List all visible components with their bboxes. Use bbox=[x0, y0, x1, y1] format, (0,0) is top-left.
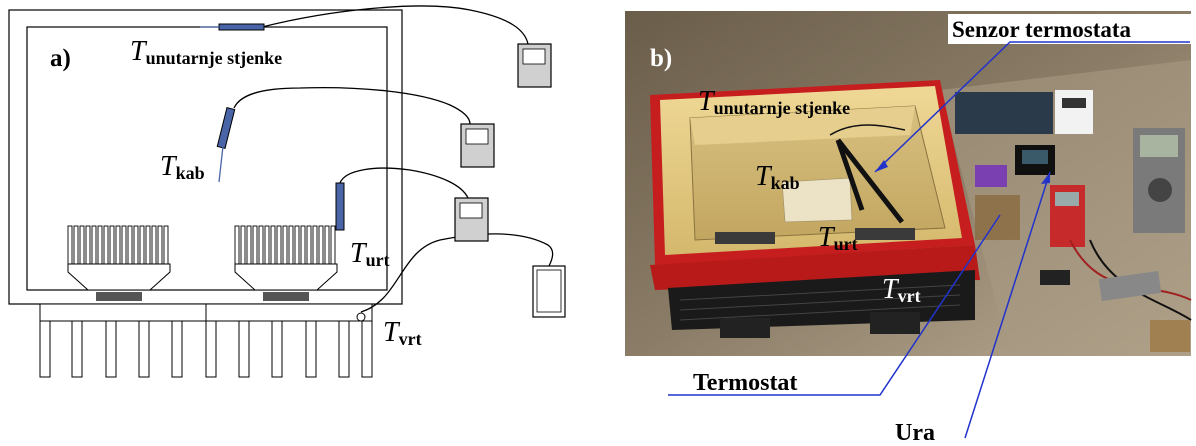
logger-4 bbox=[532, 265, 566, 318]
photo-devices bbox=[955, 90, 1192, 352]
label-t-urt-a: Turt bbox=[350, 238, 390, 270]
photo-heatsink bbox=[668, 270, 975, 338]
arrow-sensor bbox=[875, 160, 888, 172]
inner-heatsink-left bbox=[67, 225, 171, 301]
label-sensor-thermostat: Senzor termostata bbox=[952, 17, 1132, 42]
label-t-cab-a: Tkab bbox=[160, 151, 205, 183]
leader-lines bbox=[668, 41, 1190, 439]
heatsink bbox=[39, 303, 373, 378]
label-thermostat: Termostat bbox=[693, 370, 797, 396]
leader-sensor bbox=[874, 41, 1190, 173]
sensor-urt bbox=[335, 182, 345, 231]
label-clock: Ura bbox=[895, 420, 935, 446]
label-t-urt-b: Turt bbox=[818, 222, 858, 254]
panel-a-label: a) bbox=[50, 45, 71, 72]
panel-b-label: b) bbox=[650, 45, 672, 72]
sensor-vrt bbox=[356, 312, 366, 322]
arrow-clock bbox=[1041, 172, 1050, 184]
panel-a: a) Tunutarnje stjenke Tkab Turt Tvrt bbox=[8, 5, 566, 378]
label-t-cab-b: Tkab bbox=[755, 161, 800, 193]
insulated-box bbox=[650, 80, 980, 290]
leader-thermostat bbox=[668, 214, 1001, 396]
label-t-vrt-a: Tvrt bbox=[383, 317, 422, 349]
leader-clock bbox=[964, 171, 1051, 439]
logger-1 bbox=[517, 43, 552, 88]
inner-heatsink-right bbox=[234, 225, 338, 301]
label-t-wall-a: Tunutarnje stjenke bbox=[130, 36, 282, 68]
sensor-cabin bbox=[216, 107, 236, 149]
sensor-wall bbox=[218, 23, 265, 31]
panel-b: b) Tunutarnje stjenke Tkab Turt Tvrt Sen… bbox=[625, 11, 1192, 446]
label-t-wall-b: Tunutarnje stjenke bbox=[698, 86, 850, 118]
logger-3 bbox=[454, 197, 489, 242]
label-t-vrt-b: Tvrt bbox=[882, 274, 921, 306]
logger-2 bbox=[460, 123, 495, 168]
sensor-label-bg bbox=[948, 14, 1191, 44]
